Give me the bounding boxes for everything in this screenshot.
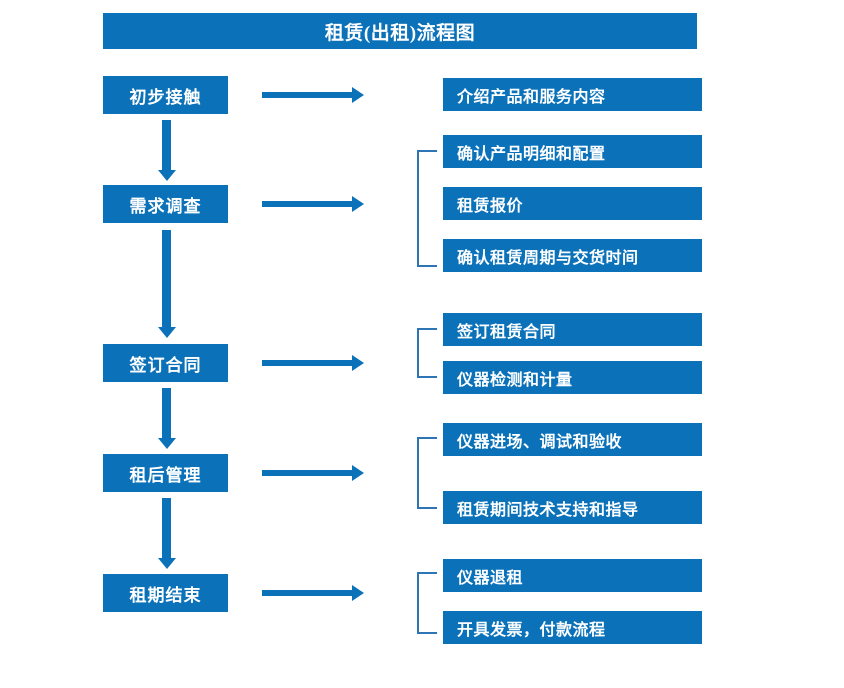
detail-box-tech-support[interactable]: 租赁期间技术支持和指导 xyxy=(443,491,702,524)
bracket-sign-contract xyxy=(417,328,437,378)
bracket-lease-end xyxy=(417,572,437,634)
stage-box-initial-contact[interactable]: 初步接触 xyxy=(103,76,228,114)
horizontal-arrow-3 xyxy=(262,360,352,366)
vertical-arrow-3 xyxy=(162,388,171,438)
detail-box-rental-quote[interactable]: 租赁报价 xyxy=(443,187,702,220)
bracket-post-rent-mgmt xyxy=(417,437,437,509)
detail-box-invoice-payment[interactable]: 开具发票，付款流程 xyxy=(443,611,702,644)
detail-box-introduce-products[interactable]: 介绍产品和服务内容 xyxy=(443,78,702,111)
vertical-arrow-2 xyxy=(162,230,171,327)
diagram-title: 租赁(出租)流程图 xyxy=(103,13,697,49)
stage-box-lease-end[interactable]: 租期结束 xyxy=(103,574,228,612)
detail-box-instrument-delivery[interactable]: 仪器进场、调试和验收 xyxy=(443,423,702,456)
horizontal-arrow-1 xyxy=(262,92,352,98)
detail-box-confirm-specs[interactable]: 确认产品明细和配置 xyxy=(443,135,702,168)
vertical-arrow-4 xyxy=(162,498,171,558)
horizontal-arrow-5 xyxy=(262,590,352,596)
detail-box-instrument-return[interactable]: 仪器退租 xyxy=(443,559,702,592)
detail-box-confirm-period[interactable]: 确认租赁周期与交货时间 xyxy=(443,239,702,272)
stage-box-needs-survey[interactable]: 需求调查 xyxy=(103,185,228,223)
horizontal-arrow-2 xyxy=(262,201,352,207)
bracket-needs-survey xyxy=(417,150,437,267)
detail-box-instrument-testing[interactable]: 仪器检测和计量 xyxy=(443,361,702,394)
stage-box-sign-contract[interactable]: 签订合同 xyxy=(103,344,228,382)
stage-box-post-rent-mgmt[interactable]: 租后管理 xyxy=(103,454,228,492)
horizontal-arrow-4 xyxy=(262,470,352,476)
detail-box-sign-lease[interactable]: 签订租赁合同 xyxy=(443,313,702,346)
vertical-arrow-1 xyxy=(162,120,171,170)
